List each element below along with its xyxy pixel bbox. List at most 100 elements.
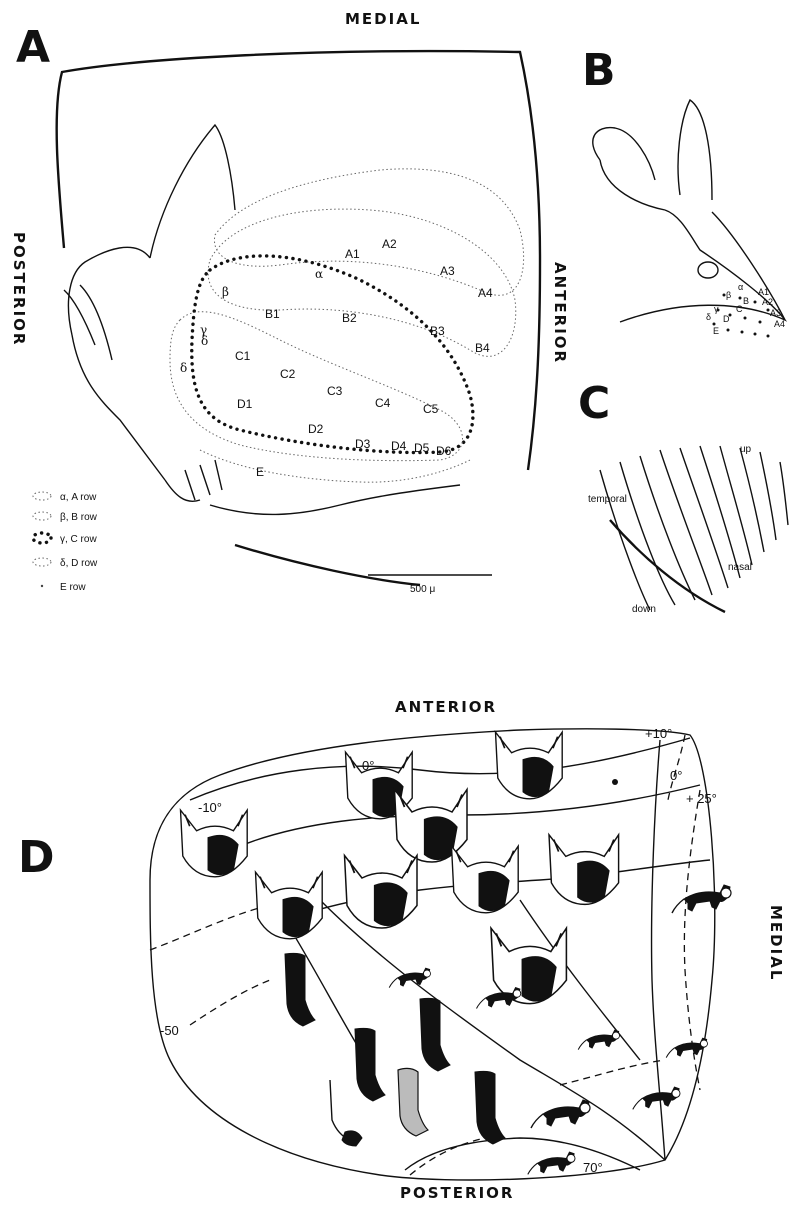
barrel-label-d6: D6 bbox=[436, 444, 452, 458]
whisker-label-a1: A1 bbox=[758, 287, 769, 297]
barrel-label-b3: B3 bbox=[430, 324, 445, 338]
panel-a: A MEDIAL POSTERIOR ANTERIOR A1 A2 A3 A4 … bbox=[10, 10, 569, 595]
barrel-label-c2: C2 bbox=[280, 367, 296, 381]
a-row-outline bbox=[214, 169, 523, 295]
cat-head-icon bbox=[181, 810, 248, 877]
cat-head-icon bbox=[491, 928, 566, 1003]
dashed-meridian-50 bbox=[190, 980, 270, 1025]
barrel-label-c3: C3 bbox=[327, 384, 343, 398]
b-row-outline bbox=[208, 209, 516, 356]
d-row-outline bbox=[170, 312, 463, 461]
fan-lines bbox=[600, 446, 788, 612]
degree-label-plus25: + 25° bbox=[686, 791, 717, 806]
panel-a-medial-label: MEDIAL bbox=[345, 10, 421, 28]
cat-body-icon bbox=[389, 968, 430, 988]
rat-outline bbox=[64, 125, 460, 514]
scale-bar-label: 500 μ bbox=[410, 584, 435, 595]
cat-paw-icon bbox=[475, 1071, 505, 1144]
barrel-label-a1: A1 bbox=[345, 247, 360, 261]
label-down: down bbox=[632, 604, 656, 615]
barrel-label-b4: B4 bbox=[475, 341, 490, 355]
barrel-label-d5: D5 bbox=[414, 441, 430, 455]
barrel-label-a3: A3 bbox=[440, 264, 455, 278]
whisker-label-delta: δ bbox=[706, 312, 711, 322]
cat-head-icon bbox=[496, 732, 563, 799]
panel-a-anterior-label: ANTERIOR bbox=[551, 262, 569, 364]
cat-head-icon bbox=[256, 872, 323, 939]
greek-label-delta: δ bbox=[180, 361, 187, 375]
mouse-head-icon bbox=[593, 100, 785, 322]
panel-c: C up temporal nasal down bbox=[578, 378, 788, 615]
panel-a-legend: α, A row β, B row γ, C row δ, D row E ro… bbox=[33, 492, 98, 593]
panel-d-letter: D bbox=[18, 832, 55, 883]
dashed-meridian-left bbox=[150, 905, 270, 950]
degree-label-minus50: -50 bbox=[160, 1023, 179, 1038]
barrel-label-d1: D1 bbox=[237, 397, 253, 411]
legend-a-row: α, A row bbox=[60, 492, 97, 503]
legend-d-row: δ, D row bbox=[60, 558, 98, 569]
barrel-label-d4: D4 bbox=[391, 439, 407, 453]
greek-label-beta: β bbox=[222, 285, 229, 299]
panel-d-posterior-label: POSTERIOR bbox=[400, 1184, 514, 1202]
barrel-label-a4: A4 bbox=[478, 286, 493, 300]
dashed-meridian-lower bbox=[560, 1060, 665, 1085]
cat-body-icon bbox=[633, 1087, 680, 1109]
whisker-label-alpha: α bbox=[738, 282, 743, 292]
barrel-label-c1: C1 bbox=[235, 349, 251, 363]
degree-label-minus10: -10° bbox=[198, 800, 222, 815]
cat-body-icon bbox=[477, 988, 521, 1009]
whisker-label-b: B bbox=[743, 296, 749, 306]
whisker-label-a3: A3 bbox=[770, 308, 781, 318]
barrel-label-b2: B2 bbox=[342, 311, 357, 325]
whisker-label-d: D bbox=[723, 314, 730, 324]
barrel-label-c5: C5 bbox=[423, 402, 439, 416]
map-outline bbox=[150, 729, 715, 1180]
whisker-label-beta: β bbox=[726, 290, 731, 300]
barrel-label-c4: C4 bbox=[375, 396, 391, 410]
whisker-dots bbox=[713, 294, 770, 338]
degree-label-plus10: +10° bbox=[645, 726, 672, 741]
whisker-label-a4: A4 bbox=[774, 319, 785, 329]
panel-c-letter: C bbox=[578, 378, 610, 429]
cat-head-icon bbox=[345, 856, 418, 929]
degree-label-0-right: 0° bbox=[670, 768, 682, 783]
c-row-outline bbox=[192, 256, 473, 453]
label-nasal: nasal bbox=[728, 562, 752, 573]
whisker-label-c: C bbox=[736, 304, 743, 314]
cortex-lower-edge bbox=[235, 545, 420, 585]
label-up: up bbox=[740, 444, 752, 455]
panel-d-medial-label: MEDIAL bbox=[767, 905, 785, 981]
panel-b-letter: B bbox=[582, 45, 616, 96]
panel-b: B α β γ δ A1 A2 A3 A4 B C D E bbox=[582, 45, 785, 338]
barrel-label-a2: A2 bbox=[382, 237, 397, 251]
small-speck-icon bbox=[612, 779, 618, 785]
greek-label-alpha: α bbox=[315, 267, 323, 281]
cat-head-icon bbox=[452, 846, 519, 913]
panel-d-anterior-label: ANTERIOR bbox=[395, 698, 497, 716]
whisker-label-a2: A2 bbox=[762, 297, 773, 307]
label-temporal: temporal bbox=[588, 494, 627, 505]
legend-e-row: E row bbox=[60, 582, 86, 593]
contour-upper bbox=[190, 738, 690, 800]
cat-body-icon bbox=[578, 1030, 619, 1050]
cat-paw-stippled-icon bbox=[398, 1068, 428, 1136]
cat-body-icon bbox=[531, 1100, 590, 1128]
cat-body-icon bbox=[672, 885, 731, 913]
panel-a-posterior-label: POSTERIOR bbox=[10, 232, 28, 346]
barrel-label-b1: B1 bbox=[265, 307, 280, 321]
panel-d: D ANTERIOR POSTERIOR MEDIAL 0° +10° 0° +… bbox=[18, 698, 785, 1202]
cat-head-icon bbox=[549, 835, 619, 905]
barrel-label-e: E bbox=[256, 465, 264, 479]
cat-paw-icon bbox=[355, 1028, 385, 1101]
e-row-outline bbox=[200, 450, 470, 482]
barrel-label-d3: D3 bbox=[355, 437, 371, 451]
degree-label-70: 70° bbox=[583, 1160, 603, 1175]
barrel-label-d2: D2 bbox=[308, 422, 324, 436]
cat-body-icon bbox=[528, 1152, 575, 1174]
cat-leg-outline-icon bbox=[330, 1080, 362, 1146]
cat-paw-icon bbox=[420, 998, 450, 1071]
whisker-label-gamma: γ bbox=[714, 304, 719, 314]
legend-b-row: β, B row bbox=[60, 512, 98, 523]
whisker-label-e: E bbox=[713, 326, 719, 336]
